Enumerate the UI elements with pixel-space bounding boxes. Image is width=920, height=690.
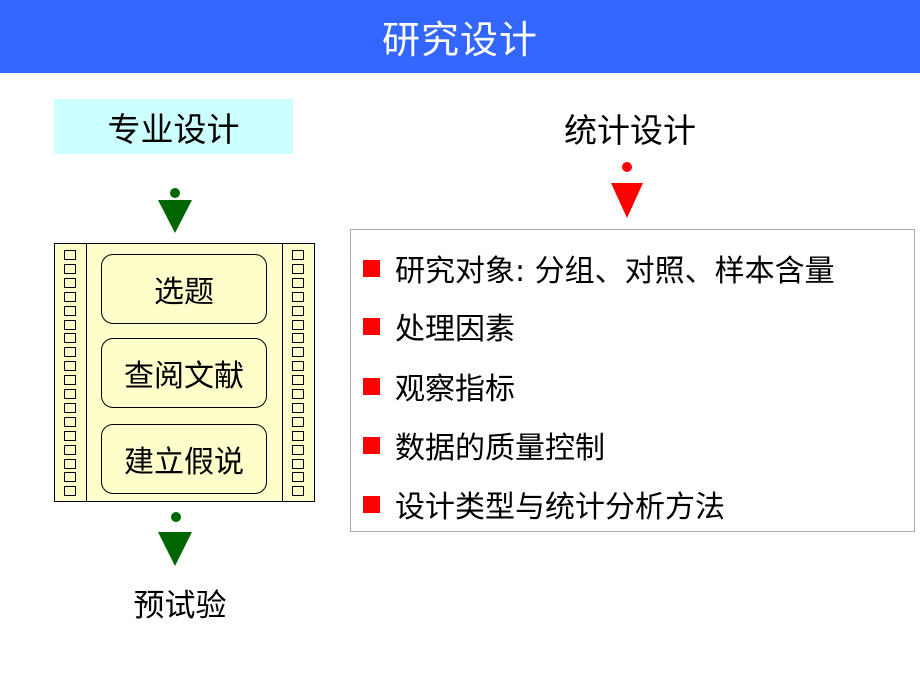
title-bar: 研究设计 xyxy=(0,0,920,73)
list-item-text: 研究对象: 分组、对照、样本含量 xyxy=(395,254,835,289)
film-hole xyxy=(292,319,304,330)
red-square-bullet-icon xyxy=(363,495,380,513)
statistical-design-label: 统计设计 xyxy=(564,111,696,150)
film-hole xyxy=(64,291,76,302)
film-hole xyxy=(292,263,304,274)
film-hole xyxy=(64,430,76,441)
film-hole xyxy=(292,250,304,260)
statistical-items-box: 研究对象: 分组、对照、样本含量 处理因素 观察指标 数据的质量控制 设计类型与… xyxy=(350,229,915,532)
step-label: 建立假说 xyxy=(124,445,244,480)
film-hole xyxy=(64,250,76,260)
film-hole xyxy=(292,486,304,497)
film-hole xyxy=(292,375,304,386)
film-hole xyxy=(64,472,76,483)
film-hole xyxy=(292,291,304,302)
film-hole xyxy=(292,416,304,427)
list-item-text: 处理因素 xyxy=(395,312,515,347)
film-hole xyxy=(64,416,76,427)
film-hole xyxy=(292,458,304,469)
film-hole xyxy=(64,263,76,274)
film-perforation-left xyxy=(55,244,87,501)
film-strip: 选题 查阅文献 建立假说 xyxy=(54,243,315,502)
list-item: 观察指标 xyxy=(363,364,515,408)
list-item: 设计类型与统计分析方法 xyxy=(363,482,725,526)
film-hole xyxy=(64,333,76,344)
film-hole xyxy=(64,458,76,469)
list-item-text: 观察指标 xyxy=(395,372,515,407)
step-label: 查阅文献 xyxy=(124,359,244,394)
green-down-arrow-icon-top xyxy=(158,200,192,233)
green-dot-bottom xyxy=(171,512,181,522)
film-hole xyxy=(64,319,76,330)
green-dot-top xyxy=(170,188,180,198)
film-hole xyxy=(64,486,76,497)
professional-design-heading: 专业设计 xyxy=(54,99,293,154)
film-hole xyxy=(64,375,76,386)
film-hole xyxy=(292,333,304,344)
film-hole xyxy=(292,430,304,441)
film-perforation-right xyxy=(282,244,314,501)
list-item: 处理因素 xyxy=(363,304,515,348)
film-hole xyxy=(292,347,304,358)
film-hole xyxy=(292,361,304,372)
professional-design-label: 专业设计 xyxy=(107,109,240,149)
film-hole xyxy=(64,347,76,358)
step-frame-hypothesis: 建立假说 xyxy=(101,424,267,494)
film-hole xyxy=(292,389,304,399)
pilot-experiment-label: 预试验 xyxy=(133,588,227,624)
list-item: 研究对象: 分组、对照、样本含量 xyxy=(363,246,835,290)
red-square-bullet-icon xyxy=(363,259,380,277)
list-item-text: 设计类型与统计分析方法 xyxy=(395,490,725,525)
film-hole xyxy=(64,305,76,316)
step-frame-topic: 选题 xyxy=(101,254,267,324)
red-square-bullet-icon xyxy=(363,317,380,335)
red-down-arrow-icon xyxy=(611,183,643,218)
film-hole xyxy=(292,305,304,316)
film-hole xyxy=(64,389,76,399)
page-title: 研究设计 xyxy=(381,18,538,62)
film-hole xyxy=(292,472,304,483)
film-hole xyxy=(64,402,76,413)
film-hole xyxy=(64,444,76,455)
red-square-bullet-icon xyxy=(363,377,380,395)
step-frame-literature: 查阅文献 xyxy=(101,338,267,408)
film-hole xyxy=(292,402,304,413)
red-square-bullet-icon xyxy=(363,436,380,454)
film-hole xyxy=(64,361,76,372)
step-label: 选题 xyxy=(154,275,214,310)
list-item-text: 数据的质量控制 xyxy=(395,431,605,466)
film-hole xyxy=(292,277,304,288)
statistical-design-heading: 统计设计 xyxy=(545,104,715,152)
list-item: 数据的质量控制 xyxy=(363,423,605,467)
film-hole xyxy=(64,277,76,288)
red-dot xyxy=(622,162,632,172)
green-down-arrow-icon-bottom xyxy=(158,532,192,566)
film-hole xyxy=(292,444,304,455)
